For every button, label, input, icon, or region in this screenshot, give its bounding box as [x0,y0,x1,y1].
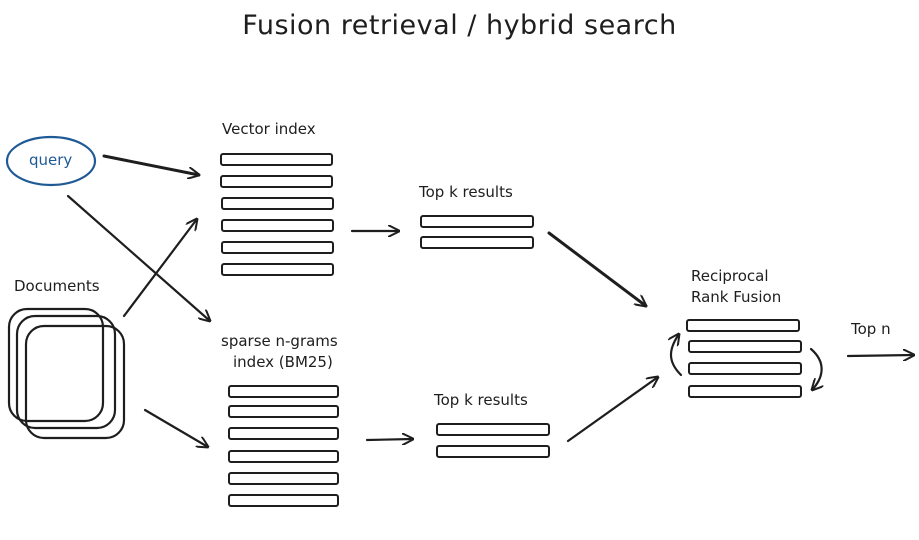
top-k-vector-bars [420,215,534,249]
arrow-rrf-to-topn [846,355,916,356]
vector-index-bars [220,153,334,276]
top-k-vector-label: Top k results [419,183,513,201]
sparse-index-bar [228,405,339,418]
query-node [5,135,97,187]
arrow-docs-to-vector [122,219,197,318]
sparse-index-bar [228,385,339,398]
documents-icon [7,307,126,440]
top-k-sparse-label: Top k results [434,391,528,409]
top-n-label: Top n [851,320,891,338]
sparse-index-bars [228,385,339,507]
vector-index-bar [220,153,333,166]
vector-index-label: Vector index [222,120,316,138]
arrow-sparse-to-topk [365,439,413,440]
rrf-bars [686,319,802,398]
sparse-index-label-line2: index (BM25) [233,353,333,371]
vector-index-bar [221,241,334,254]
vector-index-bar [221,219,334,232]
rrf-label-line1: Reciprocal [691,267,769,285]
rrf-label-line2: Rank Fusion [691,288,782,306]
arrow-query-to-sparse [66,194,210,321]
documents-label: Documents [14,277,100,295]
arrow-topk-vector-to-rrf [547,231,646,306]
vector-index-bar [221,197,334,210]
sparse-index-bar [228,472,339,485]
title: Fusion retrieval / hybrid search [242,10,677,41]
rrf-cycle-arrow-down [809,347,822,390]
arrow-topk-sparse-to-rrf [566,377,658,443]
vector-index-bar [220,175,333,188]
vector-index-bar [221,263,334,276]
arrow-query-to-vector [102,154,199,175]
rrf-cycle-arrow-up [671,334,683,377]
top-k-sparse-bars [436,423,550,458]
sparse-index-label-line1: sparse n-grams [221,332,338,350]
sparse-index-bar [228,427,339,440]
arrow-docs-to-sparse [143,408,208,447]
sparse-index-bar [228,450,339,463]
sparse-index-bar [228,494,339,507]
query-label: query [29,151,73,169]
